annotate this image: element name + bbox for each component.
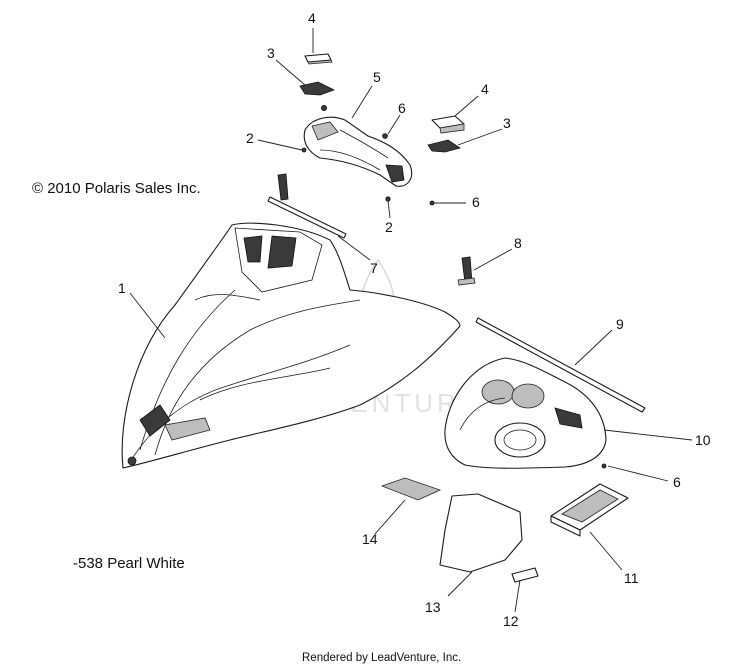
part-8-clip <box>457 256 476 286</box>
part-3-upper <box>299 81 336 96</box>
part-2-fastener-lower <box>385 196 391 202</box>
callout-13: 13 <box>425 599 441 615</box>
callout-8: 8 <box>514 235 522 251</box>
callout-9: 9 <box>616 316 624 332</box>
part-12-label <box>511 567 539 583</box>
callout-6-middle: 6 <box>472 194 480 210</box>
callout-4-right: 4 <box>481 81 489 97</box>
callout-2-left: 2 <box>246 130 254 146</box>
part-2-fastener-left <box>301 147 307 153</box>
part-14-label <box>380 477 442 501</box>
part-6-fastener-upper <box>382 133 388 139</box>
callout-4-upper: 4 <box>308 10 316 26</box>
part-6-fastener-middle <box>429 200 435 206</box>
part-4-upper <box>304 53 333 65</box>
part-6-fastener-lower <box>601 463 607 469</box>
callout-3-upper: 3 <box>267 45 275 61</box>
copyright-text: © 2010 Polaris Sales Inc. <box>32 180 201 197</box>
callout-7: 7 <box>370 260 378 276</box>
callout-6-lower: 6 <box>673 474 681 490</box>
part-10-panel <box>444 357 607 469</box>
part-9-strip <box>475 317 646 413</box>
part-1-hood <box>121 222 461 469</box>
part-4-right <box>431 115 465 134</box>
part-3-right <box>427 139 461 153</box>
callout-numbers: 4 3 5 4 6 3 2 6 2 8 7 1 9 10 6 14 11 13 … <box>118 10 711 629</box>
callout-5: 5 <box>373 69 381 85</box>
part-13-sheet <box>439 493 523 573</box>
callout-3-right: 3 <box>503 115 511 131</box>
callout-2-lower: 2 <box>385 219 393 235</box>
part-7-strip <box>267 173 347 239</box>
color-note-text: -538 Pearl White <box>73 555 185 572</box>
footer-text: Rendered by LeadVenture, Inc. <box>302 652 461 664</box>
callout-12: 12 <box>503 613 519 629</box>
fastener-top <box>320 105 327 112</box>
callout-14: 14 <box>362 531 378 547</box>
callout-6-upper: 6 <box>398 100 406 116</box>
part-11-frame <box>550 483 629 537</box>
callout-10: 10 <box>695 432 711 448</box>
fasteners <box>301 105 607 469</box>
leader-lines <box>129 28 693 613</box>
part-5-console <box>303 116 413 187</box>
callout-1: 1 <box>118 280 126 296</box>
callout-11: 11 <box>624 570 639 586</box>
